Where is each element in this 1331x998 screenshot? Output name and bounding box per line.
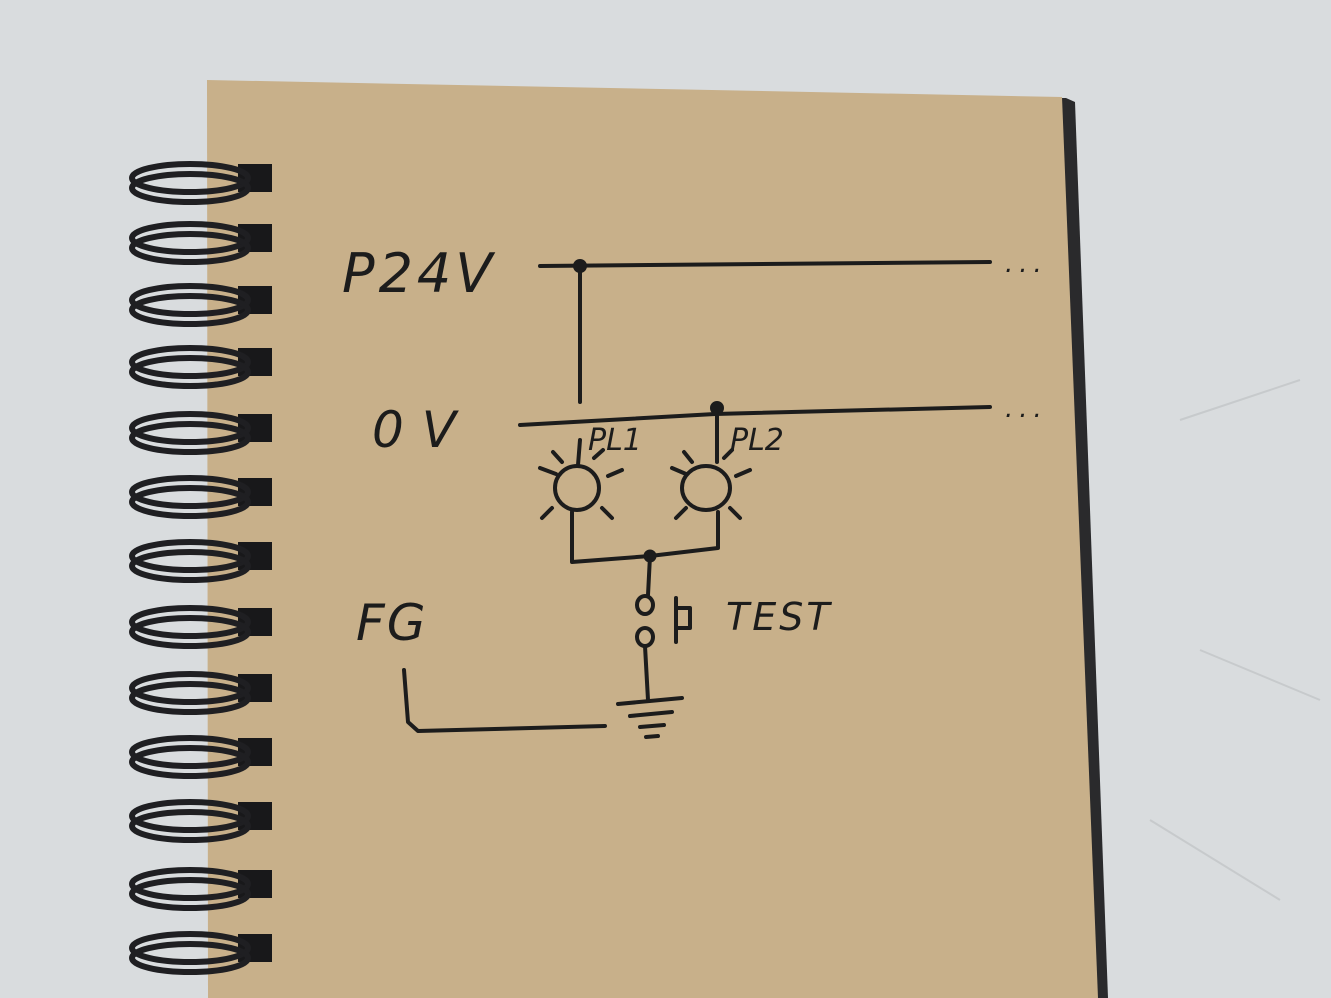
spiral-ring [129, 671, 251, 705]
spiral-ring [129, 411, 251, 445]
binding-hole [238, 224, 272, 252]
spiral-binding [129, 161, 272, 975]
binding-hole [238, 802, 272, 830]
switch-feed-wire [646, 554, 652, 597]
rail-top-continuation: ... [1005, 249, 1048, 279]
binding-hole [238, 286, 272, 314]
frame-ground-label: FG [356, 594, 428, 652]
fg-wire [402, 668, 607, 733]
binding-hole [238, 478, 272, 506]
spiral-ring [129, 745, 251, 779]
rail-bottom-label: 0V [372, 401, 474, 459]
spiral-ring [129, 735, 251, 769]
spiral-ring [129, 485, 251, 519]
lamp-pl1-label: PL1 [588, 423, 642, 458]
spiral-ring [129, 475, 251, 509]
p24v-rail [538, 260, 992, 268]
spiral-ring [129, 681, 251, 715]
lamp-pl1-icon [538, 448, 624, 520]
binding-hole [238, 608, 272, 636]
pl1-supply-wire [576, 438, 582, 467]
desk-scratch [1149, 379, 1321, 901]
binding-hole [238, 414, 272, 442]
spiral-ring [129, 867, 251, 901]
spiral-ring [129, 221, 251, 255]
circuit-diagram [402, 259, 992, 739]
p24v-junction-dot [573, 259, 587, 273]
spiral-ring [129, 539, 251, 573]
switch-to-ground-wire [643, 644, 650, 702]
binding-hole [238, 542, 272, 570]
spiral-ring [129, 877, 251, 911]
spiral-ring [129, 615, 251, 649]
spiral-ring [129, 355, 251, 389]
spiral-ring [129, 293, 251, 327]
binding-hole [238, 934, 272, 962]
spiral-ring [129, 931, 251, 965]
binding-hole [238, 164, 272, 192]
spiral-ring [129, 161, 251, 195]
spiral-ring [129, 809, 251, 843]
spiral-ring [129, 549, 251, 583]
spiral-ring [129, 283, 251, 317]
lamp-pl2-icon [670, 448, 752, 520]
notebook-page [207, 80, 1098, 998]
spiral-ring [129, 605, 251, 639]
lamp-pl2-label: PL2 [730, 423, 784, 458]
spiral-ring [129, 941, 251, 975]
ground-symbol-icon [616, 696, 684, 739]
switch-test-label: TEST [726, 595, 833, 639]
rail-top-label: P24V [342, 242, 496, 305]
spiral-ring [129, 231, 251, 265]
spiral-ring [129, 345, 251, 379]
binding-hole [238, 348, 272, 376]
spiral-ring [129, 171, 251, 205]
binding-hole [238, 674, 272, 702]
binding-hole [238, 870, 272, 898]
spiral-ring [129, 421, 251, 455]
spiral-ring [129, 799, 251, 833]
binding-hole [238, 738, 272, 766]
rail-bottom-continuation: ... [1005, 394, 1048, 424]
